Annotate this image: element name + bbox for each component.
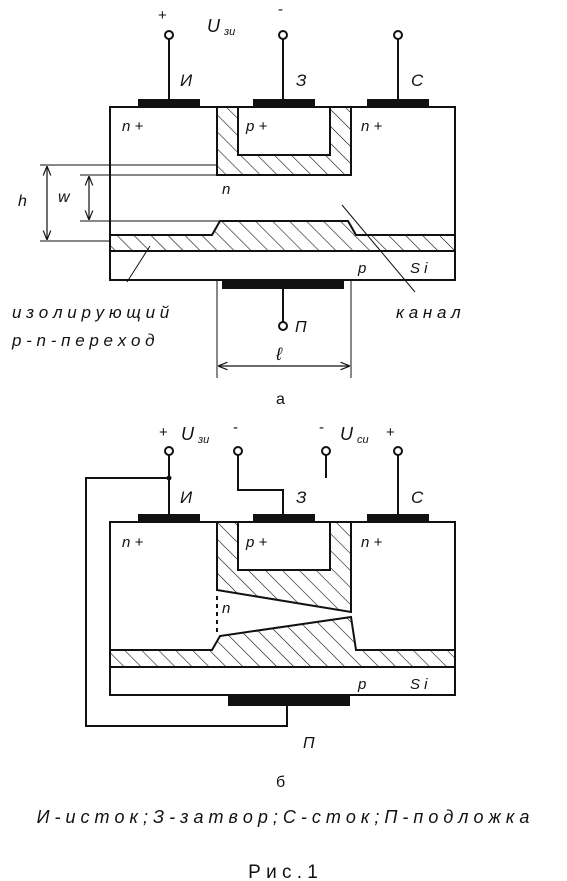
a-substrate-material: S i [410,260,428,277]
a-voltage-label: U [207,16,221,36]
b-label-substrate: П [303,735,315,752]
a-dim-l-label: ℓ [275,344,283,364]
a-label-junction-1: и з о л и р у ю щ и й [12,303,170,322]
b-voltage-sub-2: си [357,434,369,446]
b-region-gate: p + [245,534,268,551]
a-label-source: И [180,71,193,90]
a-region-drain: n + [361,118,383,135]
b-voltage-label-2: U [340,424,354,444]
b-contact-gate [253,514,315,522]
b-polarity-plus-right: + [386,424,395,441]
b-contact-source [138,514,200,522]
b-gate-wire [237,455,284,515]
figure-a: + U зи - И З С [11,1,461,408]
a-terminal-substrate [278,321,288,331]
a-label-gate: З [296,71,307,90]
b-terminal-drain [393,446,403,456]
a-dim-w-label: w [58,189,71,206]
legend: И - и с т о к ; З - з а т в о р ; С - с … [37,807,530,827]
b-terminal-substrate-input [321,446,331,456]
b-substrate-material: S i [410,676,428,693]
b-junction-hatch [110,617,455,667]
b-region-drain: n + [361,534,383,551]
a-region-channel: n [222,181,230,198]
b-region-substrate: p [357,676,366,693]
a-terminal-source [164,30,174,100]
b-polarity-minus-1: - [233,419,238,436]
a-terminal-gate [278,30,288,100]
a-junction-hatch [110,221,455,251]
a-channel-leader [341,204,416,293]
figure-caption: Р и с . 1 [248,862,318,881]
b-caption: б [276,774,285,791]
a-junction-leader [126,245,151,283]
b-contact-substrate [228,695,350,706]
b-polarity-minus-2: - [319,419,324,436]
a-caption: а [276,391,285,408]
a-dim-h-label: h [18,193,27,210]
a-contact-drain [367,99,429,107]
a-label-channel: к а н а л [396,303,461,322]
b-label-drain: С [411,488,424,507]
a-contact-gate [253,99,315,107]
b-gate-p-plus [238,522,330,570]
a-polarity-plus: + [158,7,167,24]
a-region-substrate: p [357,260,366,277]
b-region-source: n + [122,534,144,551]
a-label-drain: С [411,71,424,90]
a-label-junction-2: p - n - п е р е х о д [11,331,155,350]
a-contact-substrate [222,280,344,289]
b-label-gate: З [296,488,307,507]
a-gate-p-plus [238,107,330,155]
a-region-gate: p + [245,118,268,135]
a-polarity-minus: - [278,1,283,18]
b-voltage-sub-1: зи [197,434,209,446]
b-terminal-gate-input [233,446,243,456]
a-contact-source [138,99,200,107]
b-terminal-source [164,446,174,456]
b-polarity-plus-left: + [159,424,168,441]
a-label-substrate: П [295,319,307,336]
a-terminal-drain [393,30,403,100]
b-region-channel: n [222,600,230,617]
b-substrate-wire [85,477,288,727]
a-voltage-sub: зи [223,26,235,38]
b-voltage-label-1: U [181,424,195,444]
b-contact-drain [367,514,429,522]
b-label-source: И [180,488,193,507]
figure-b: + U зи - - U си + И З С [85,419,456,791]
a-region-source: n + [122,118,144,135]
